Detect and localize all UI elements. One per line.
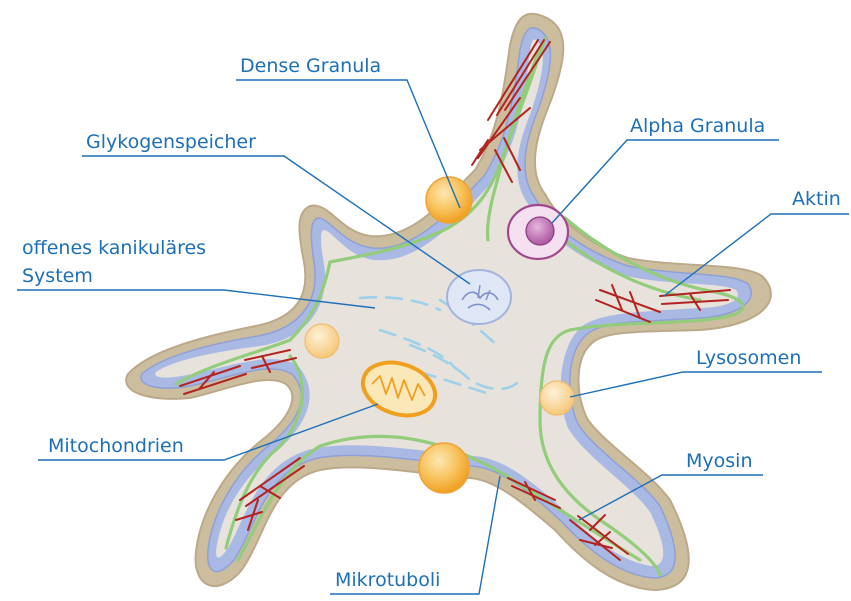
label-myosin: Myosin bbox=[686, 450, 752, 472]
label-lysosomen: Lysosomen bbox=[696, 347, 801, 369]
label-dense-granula: Dense Granula bbox=[240, 55, 381, 77]
alpha-granule bbox=[508, 205, 568, 259]
glycogen-store bbox=[447, 270, 511, 324]
label-ocs-line2: System bbox=[22, 265, 93, 287]
label-ocs-line1: offenes kanikuläres bbox=[22, 237, 206, 259]
label-aktin: Aktin bbox=[792, 188, 841, 210]
label-glykogenspeicher: Glykogenspeicher bbox=[86, 131, 256, 153]
label-mikrotuboli: Mikrotuboli bbox=[335, 569, 440, 591]
label-mitochondrien: Mitochondrien bbox=[48, 435, 184, 457]
label-alpha-granula: Alpha Granula bbox=[630, 115, 765, 137]
